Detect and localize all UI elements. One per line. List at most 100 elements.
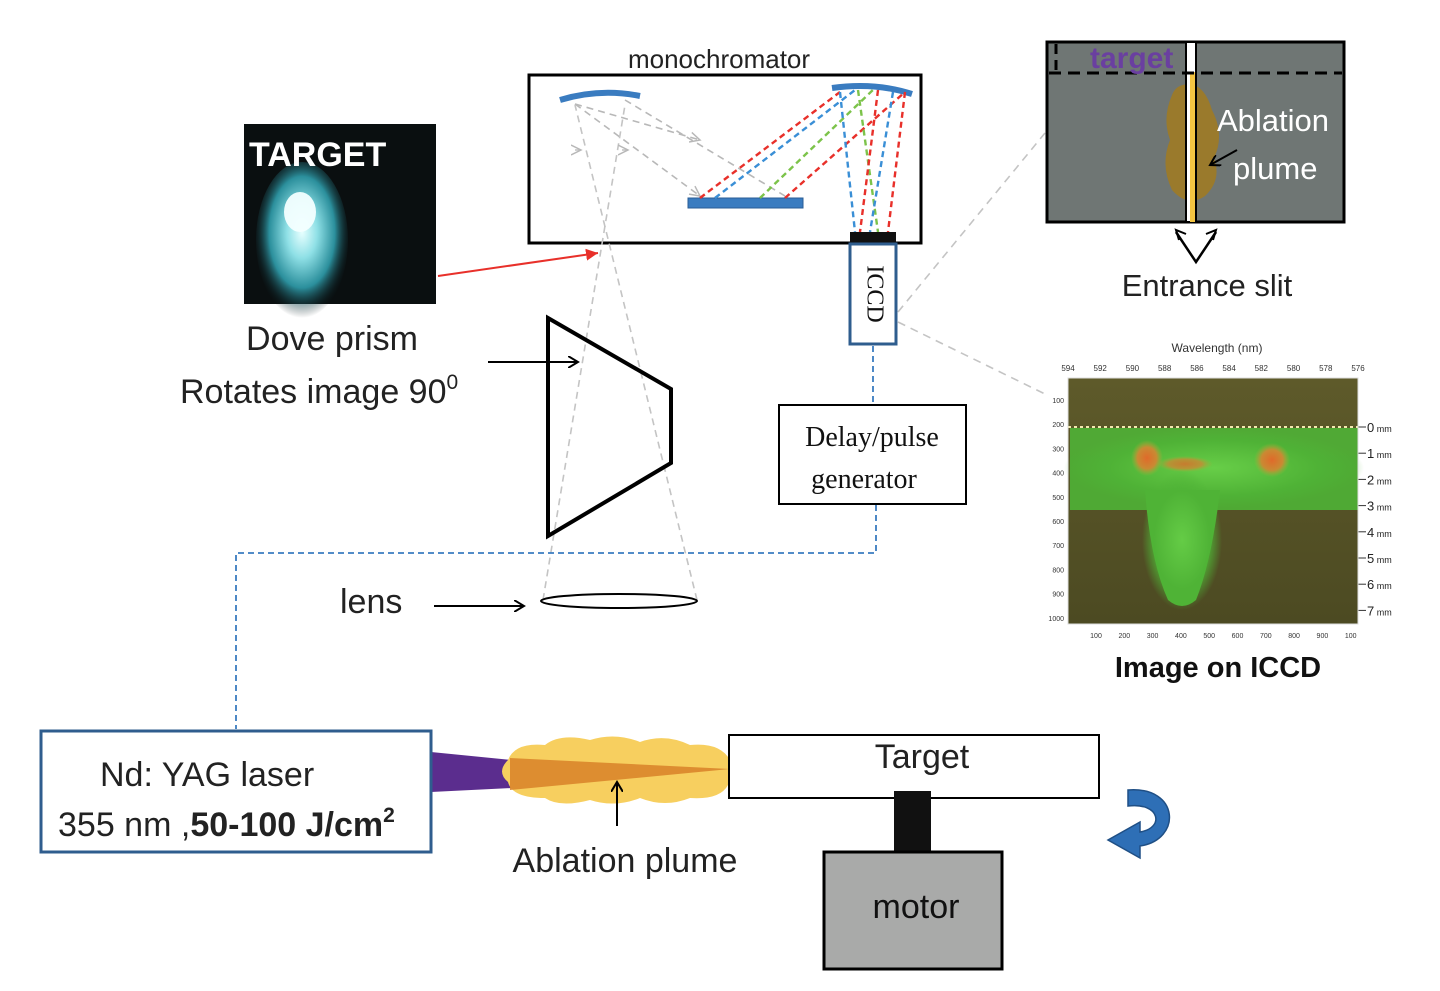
inset-plume-label: plume <box>1233 151 1317 186</box>
iccd-sensor <box>850 232 896 244</box>
plume-core <box>510 758 730 790</box>
wavelength-tick-label: 594 <box>1061 364 1075 373</box>
wavelength-tick-label: 592 <box>1094 364 1108 373</box>
distance-tick-label: 4 mm <box>1367 525 1392 540</box>
iccd-image-caption: Image on ICCD <box>1115 652 1321 684</box>
distance-ticks: 0 mm 1 mm 2 mm 3 mm 4 mm 5 mm 6 mm 7 mm <box>1358 420 1392 618</box>
motor-shaft <box>894 791 931 853</box>
lens-label: lens <box>340 583 402 621</box>
input-rays <box>574 99 786 196</box>
pixel-tick-label: 100 <box>1090 633 1102 640</box>
pixel-tick-label: 400 <box>1052 471 1064 478</box>
wavelength-tick-label: 590 <box>1126 364 1140 373</box>
laser-beam <box>431 752 512 792</box>
wavelength-tick-label: 588 <box>1158 364 1172 373</box>
wavelength-tick-label: 582 <box>1255 364 1269 373</box>
hot-spot-left <box>1131 440 1163 476</box>
laser-label-line1: Nd: YAG laser <box>100 756 314 794</box>
pixel-tick-label: 300 <box>1147 633 1159 640</box>
delay-pulse-generator: Delay/pulse generator <box>778 404 967 505</box>
dove-prism: Dove prism Rotates image 900 <box>180 314 673 540</box>
pixel-tick-label: 800 <box>1288 633 1300 640</box>
pixel-tick-label: 500 <box>1052 495 1064 502</box>
motor-label: motor <box>873 888 960 926</box>
wavelength-tick-label: 578 <box>1319 364 1333 373</box>
distance-tick-label: 5 mm <box>1367 551 1392 566</box>
pixel-tick-label: 900 <box>1317 633 1329 640</box>
monochromator: monochromator <box>527 44 923 245</box>
wavelength-ticks: 594 592 590 588 586 584 582 580 578 576 <box>1061 364 1365 373</box>
pixel-tick-label: 100 <box>1345 633 1357 640</box>
entrance-slit-arrows <box>1174 231 1218 265</box>
pixel-tick-label: 500 <box>1203 633 1215 640</box>
motor-box <box>822 850 1004 971</box>
inset-ablation-label: Ablation <box>1217 103 1329 138</box>
delay-generator-box <box>778 404 967 505</box>
diffraction-grating <box>687 197 804 209</box>
red-pointer-arrow <box>437 248 599 277</box>
focusing-mirror <box>831 83 913 97</box>
pixel-ticks-left: 100 200 300 400 500 600 700 800 900 1000 <box>1048 398 1064 623</box>
laser-box <box>39 729 433 854</box>
inset-target-label: target <box>1090 42 1173 75</box>
ablation-plume-label: Ablation plume <box>513 842 738 880</box>
dove-prism-label: Dove prism <box>246 320 418 358</box>
lens-shape <box>540 593 698 609</box>
entrance-slit-label: Entrance slit <box>1122 268 1293 303</box>
distance-tick-label: 3 mm <box>1367 499 1392 514</box>
pixel-tick-label: 300 <box>1052 446 1064 453</box>
distance-tick-label: 1 mm <box>1367 446 1392 461</box>
pixel-tick-label: 700 <box>1052 543 1064 550</box>
pixel-ticks-bottom: 100 200 300 400 500 600 700 800 900 100 <box>1090 633 1356 640</box>
imaging-light-cone <box>542 104 698 601</box>
monochromator-label: monochromator <box>628 44 810 74</box>
delay-label-line2: generator <box>811 464 917 495</box>
iccd-camera: ICCD <box>848 232 898 346</box>
laser-system: Nd: YAG laser 355 nm ,50-100 J/cm2 <box>39 729 512 854</box>
pixel-tick-label: 200 <box>1118 633 1130 640</box>
pixel-tick-label: 900 <box>1052 592 1064 599</box>
target-photo-label: TARGET <box>249 136 386 174</box>
iccd-label: ICCD <box>861 265 887 322</box>
slit-yellow-line <box>1190 72 1195 222</box>
iccd-box <box>848 242 898 346</box>
distance-tick-label: 6 mm <box>1367 577 1392 592</box>
pixel-tick-label: 700 <box>1260 633 1272 640</box>
rotates-label: Rotates image 900 <box>180 371 458 411</box>
wavelength-tick-label: 584 <box>1222 364 1236 373</box>
distance-tick-label: 2 mm <box>1367 472 1392 487</box>
wavelength-tick-label: 580 <box>1287 364 1301 373</box>
monochromator-box <box>527 73 923 245</box>
wavelength-tick-label: 576 <box>1351 364 1365 373</box>
target-label: Target <box>875 738 970 776</box>
target-block <box>728 734 1100 799</box>
wavelength-axis-label: Wavelength (nm) <box>1172 341 1263 355</box>
zoom-lines <box>897 132 1046 395</box>
trigger-cables <box>235 346 877 729</box>
pixel-tick-label: 400 <box>1175 633 1187 640</box>
target-assembly: Target motor <box>728 734 1171 971</box>
plasma-glow <box>256 162 348 318</box>
wavelength-tick-label: 586 <box>1190 364 1204 373</box>
distance-tick-label: 7 mm <box>1367 603 1392 618</box>
laser-label-line2: 355 nm ,50-100 J/cm2 <box>58 804 395 844</box>
inset-plume-arrow <box>1210 149 1238 165</box>
curved-arrow-icon <box>1106 789 1171 860</box>
hot-spot-right <box>1254 443 1290 477</box>
delay-label-line1: Delay/pulse <box>805 422 939 453</box>
pixel-tick-label: 600 <box>1052 519 1064 526</box>
dove-prism-shape <box>546 314 673 540</box>
target-photo: TARGET <box>244 124 436 318</box>
pixel-tick-label: 200 <box>1052 422 1064 429</box>
iccd-image-inset: Wavelength (nm) 594 592 590 588 586 584 582 580… <box>1048 341 1391 684</box>
ablation-plume: Ablation plume <box>502 736 737 880</box>
distance-tick-label: 0 mm <box>1367 420 1392 435</box>
collimating-mirror <box>559 89 641 103</box>
pixel-tick-label: 800 <box>1052 567 1064 574</box>
pixel-tick-label: 1000 <box>1048 616 1064 623</box>
pixel-tick-label: 100 <box>1052 398 1064 405</box>
pixel-tick-label: 600 <box>1232 633 1244 640</box>
slit-view-inset: target Ablation plume Entrance slit <box>1045 40 1346 303</box>
lens: lens <box>340 583 698 621</box>
